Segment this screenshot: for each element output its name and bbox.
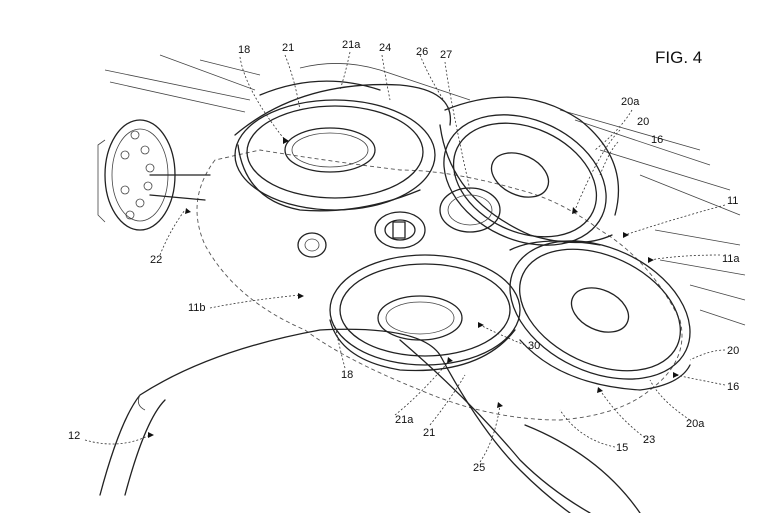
label-16-right: 16 <box>727 381 739 393</box>
housing-shell-12 <box>99 328 641 513</box>
label-26: 26 <box>416 46 428 58</box>
carrier-body-outline <box>196 149 683 421</box>
label-21a-top: 21a <box>342 39 361 51</box>
label-11: 11 <box>727 195 738 207</box>
label-23: 23 <box>643 434 655 446</box>
label-12: 12 <box>68 430 80 442</box>
figure-title: FIG. 4 <box>655 48 702 67</box>
label-21-bottom: 21 <box>423 427 435 439</box>
label-20-right: 20 <box>727 345 739 357</box>
label-11b: 11b <box>188 302 206 314</box>
centre-hub <box>297 187 501 258</box>
cutting-wheel-18 <box>234 80 452 212</box>
cutting-wheel-20-top <box>439 96 619 246</box>
drive-shaft-22 <box>97 119 211 231</box>
label-25: 25 <box>473 462 485 474</box>
label-27: 27 <box>440 49 452 61</box>
label-24: 24 <box>379 42 391 54</box>
cutting-wheel-20-right <box>509 240 691 391</box>
label-18-lower: 18 <box>341 369 353 381</box>
label-18-top: 18 <box>238 44 250 56</box>
label-22: 22 <box>150 254 162 266</box>
label-30: 30 <box>528 340 540 352</box>
reference-numerals: 18 21 21a 24 26 27 20a 20 16 11 11a 22 1… <box>68 39 740 474</box>
arrowheads <box>148 137 679 438</box>
cutting-wheel-18-lower <box>329 254 521 372</box>
label-21-top: 21 <box>282 42 294 54</box>
label-16-top: 16 <box>651 134 663 146</box>
label-21a-bottom: 21a <box>395 414 414 426</box>
label-15: 15 <box>616 442 628 454</box>
label-20a-bottom: 20a <box>686 418 705 430</box>
label-11a: 11a <box>722 253 740 265</box>
label-20-top: 20 <box>637 116 649 128</box>
background-frame <box>104 54 746 326</box>
leader-lines <box>84 51 726 463</box>
label-20a-top: 20a <box>621 96 640 108</box>
